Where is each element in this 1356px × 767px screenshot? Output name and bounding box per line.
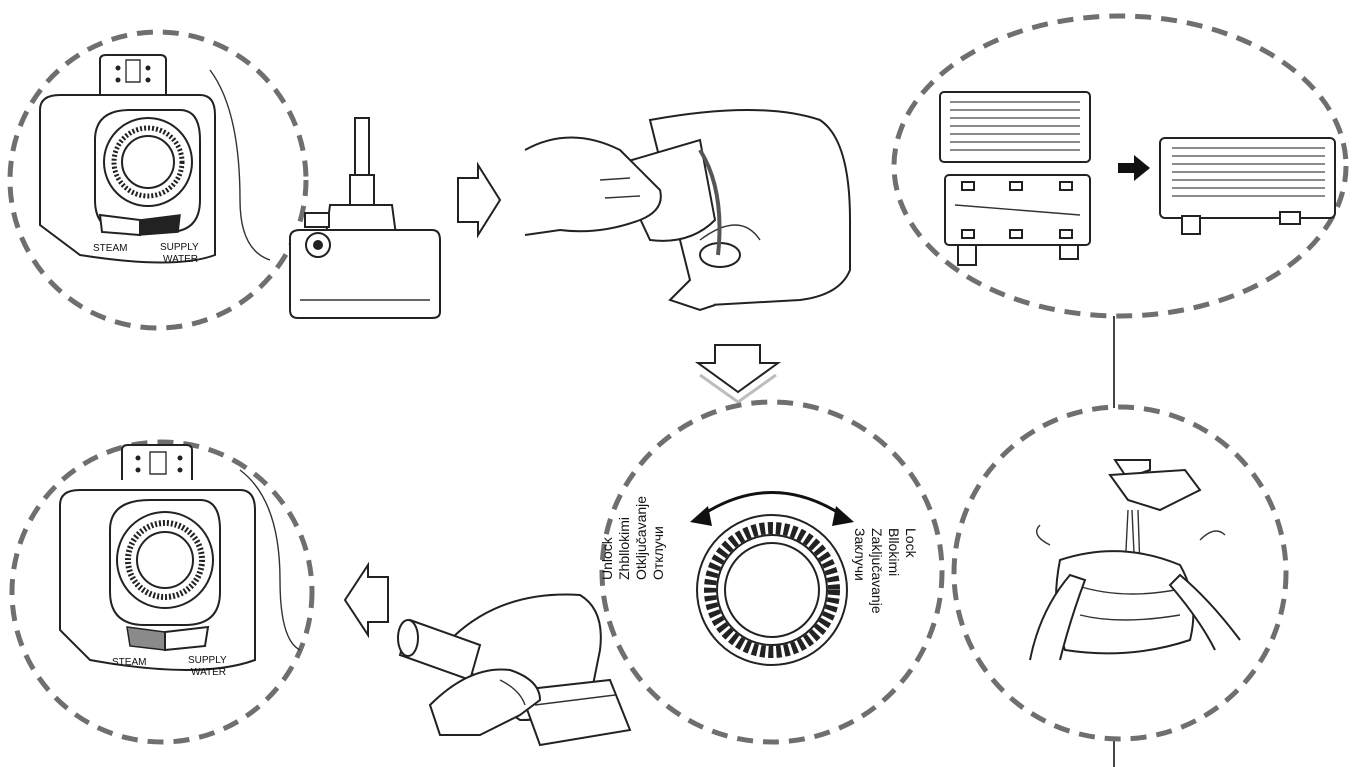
supply-label-top: SUPPLY: [160, 242, 199, 253]
insert-tank-illustration: [397, 593, 632, 747]
steam-mop-front-view: [289, 117, 441, 319]
pour-water-illustration: [524, 109, 851, 312]
steam-label-bottom: STEAM: [112, 657, 146, 668]
lock-label-hr: Zaključavanje: [869, 528, 885, 614]
washing-pad-zoom: [951, 404, 1289, 742]
zoom-circle-top: [7, 29, 309, 331]
panel-zoom-top: STEAM SUPPLY WATER: [7, 29, 309, 331]
unlock-label-en: Unlock: [599, 536, 615, 580]
lock-label-mk: Заклучи: [852, 528, 868, 581]
zoom-circle-bottom: [9, 439, 315, 745]
unlock-label-mk: Отклучи: [650, 526, 666, 580]
water-tap-icon: [1108, 459, 1202, 576]
lock-label-en: Lock: [903, 528, 919, 559]
process-arrow-icon-1: [457, 161, 502, 239]
steam-label-top: STEAM: [93, 243, 127, 254]
rotate-arrow-icon: [701, 491, 843, 517]
zoom-circle-filter: [891, 13, 1349, 319]
zoom-circle-washing: [951, 404, 1289, 742]
process-arrow-icon-3: [343, 561, 389, 639]
process-arrow-icon-2: [694, 344, 782, 394]
filter-zoom: [891, 13, 1349, 319]
water-label-bottom: WATER: [191, 667, 226, 678]
dial-zoom: Unlock Zhbllokimi Otključavanje Отклучи …: [599, 399, 945, 745]
lock-label-sq: Bllokimi: [886, 528, 902, 576]
supply-label-bottom: SUPPLY: [188, 655, 227, 666]
filter-arrow-icon: [1118, 155, 1150, 181]
zoom-circle-dial: [599, 399, 945, 745]
water-label-top: WATER: [163, 254, 198, 265]
unlock-label-hr: Otključavanje: [633, 496, 649, 580]
panel-zoom-bottom: STEAM SUPPLY WATER: [9, 439, 315, 745]
unlock-label-sq: Zhbllokimi: [616, 517, 632, 580]
